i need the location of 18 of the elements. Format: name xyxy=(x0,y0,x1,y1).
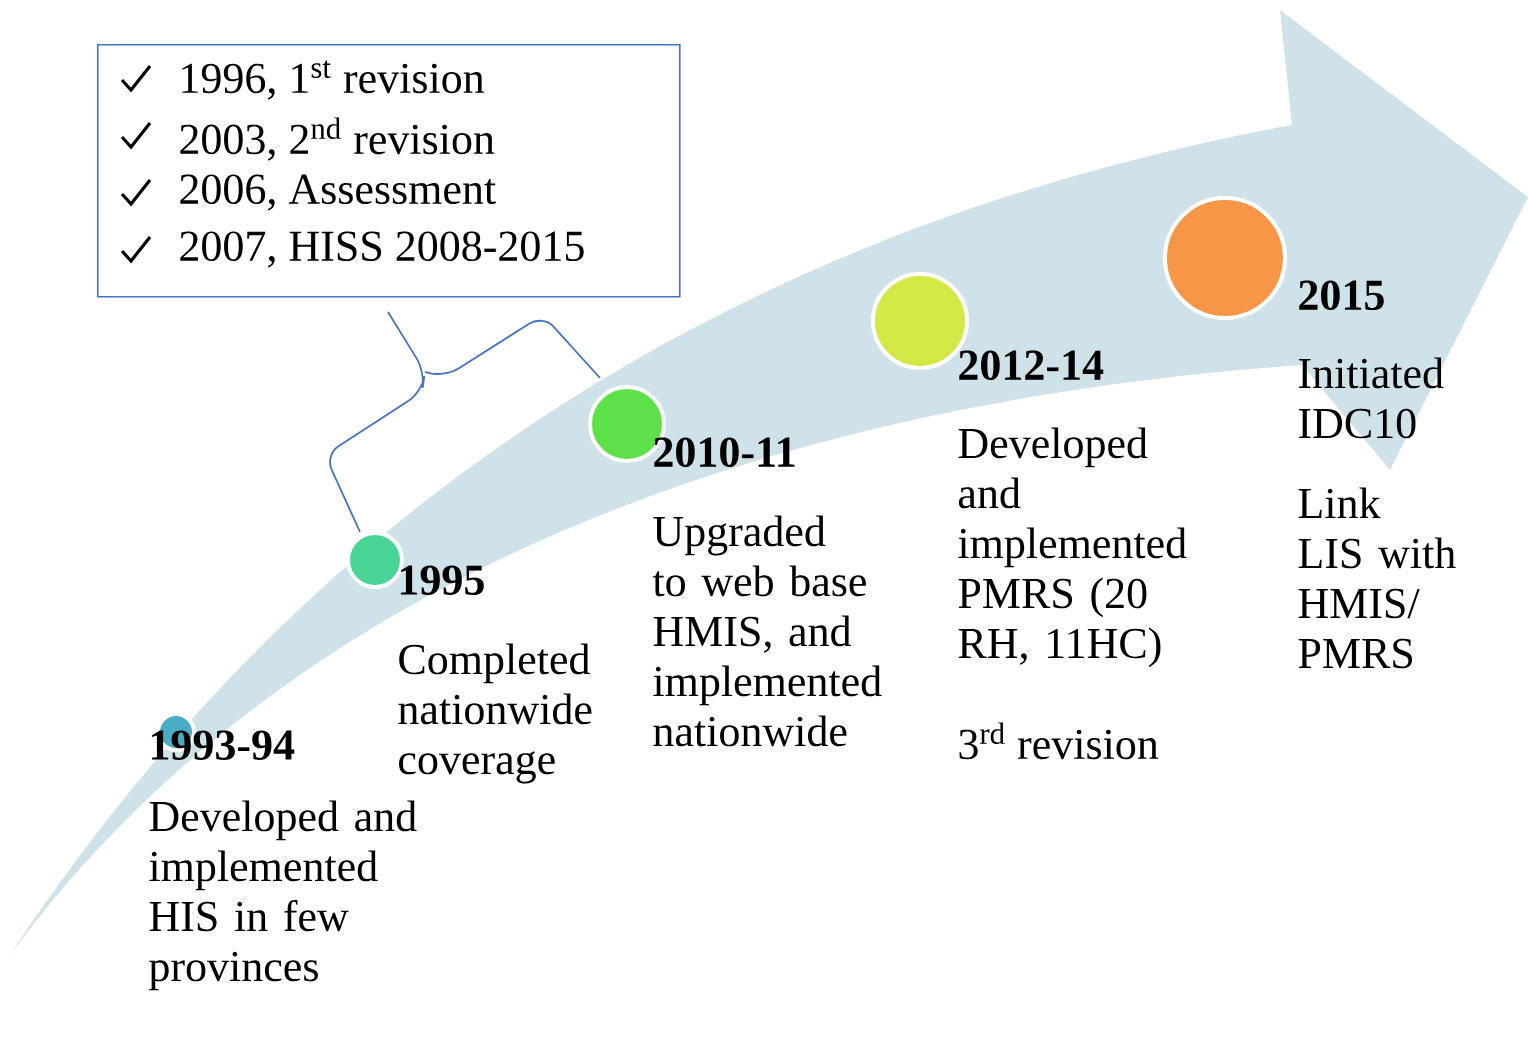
milestone-text: Completed nationwide coverage xyxy=(398,643,592,784)
checklist-item: 2006, Assessment xyxy=(180,174,496,211)
milestone-text: Link LIS with HMIS/ PMRS xyxy=(1298,487,1456,669)
year-label: 1995 xyxy=(400,565,484,595)
checklist-item: 2007, HISS 2008-2015 xyxy=(180,231,584,268)
milestone-text: Developed and implemented PMRS (20 RH, 11HC) xyxy=(958,427,1187,668)
milestone-text: Initiated IDC10 xyxy=(1299,357,1444,439)
checklist-item: 1996, 1$^{st}$ revision xyxy=(182,60,485,100)
year-label: 2012-14 xyxy=(959,350,1104,381)
year-label: 2015 xyxy=(1299,280,1384,311)
timeline-dot xyxy=(1163,196,1287,320)
milestone-text: 3$^{rd}$ revision xyxy=(959,722,1159,760)
year-label: 2010-11 xyxy=(654,437,795,468)
milestone-text: Upgraded to web base HMIS, and implemented nationwide xyxy=(652,515,882,747)
checklist-item: 2003, 2$^{nd}$ revision xyxy=(180,117,495,161)
milestone-text: Developed and implemented HIS in few provinces xyxy=(149,800,417,991)
year-label: 1993-94 xyxy=(151,730,295,760)
checklist-box xyxy=(97,44,681,298)
